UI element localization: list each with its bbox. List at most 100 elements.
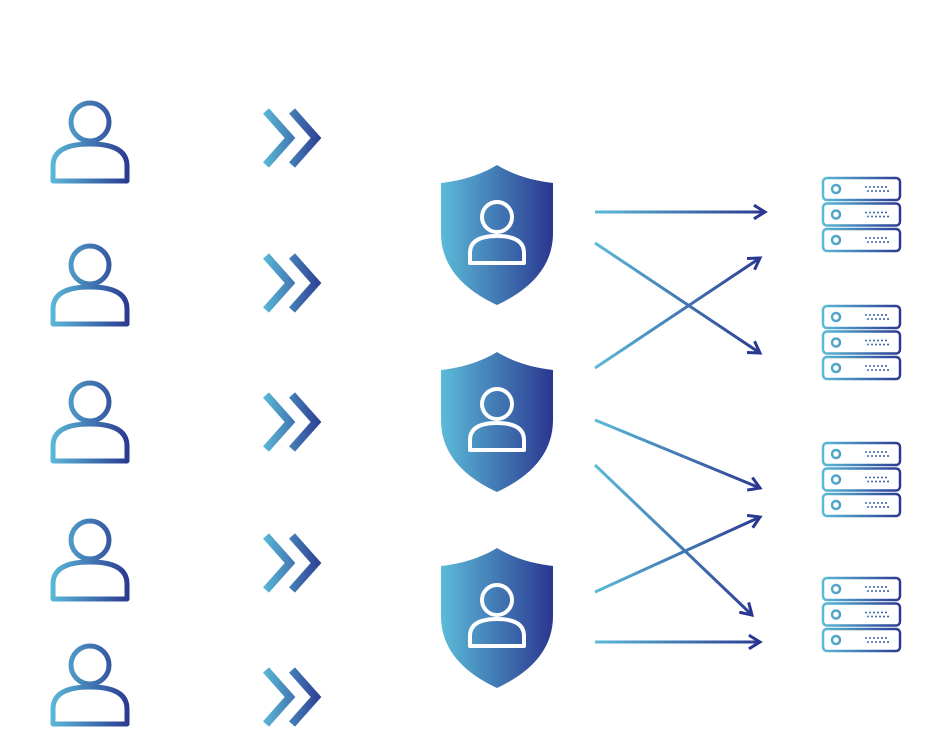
vent-dot: [877, 637, 879, 639]
server-led: [830, 209, 842, 220]
arrow-line: [594, 256, 761, 370]
chevrons-column: [263, 108, 322, 727]
server-unit: [821, 355, 902, 381]
vent-dot: [881, 451, 883, 453]
vent-dot: [877, 186, 879, 188]
vent-dot: [871, 190, 873, 192]
vent-dot: [867, 506, 869, 508]
arrow-line: [594, 418, 761, 490]
vent-dot: [873, 186, 875, 188]
vent-dot: [865, 611, 867, 614]
server-unit: [821, 441, 902, 467]
vent-dot: [877, 314, 879, 316]
vent-dot: [875, 343, 877, 346]
server-unit: [821, 467, 902, 492]
vent-dot: [865, 586, 867, 588]
chevron: [289, 253, 322, 313]
vent-dot: [885, 502, 887, 504]
shield-user-icon: [441, 548, 553, 688]
double-chevron-right-icon: [263, 667, 322, 727]
vent-dot: [875, 241, 877, 243]
vent-dot: [869, 611, 871, 614]
user-icon: [50, 100, 130, 184]
server-unit: [821, 330, 902, 355]
user-head: [480, 387, 514, 421]
vent-dot: [865, 502, 867, 504]
double-chevron-right-icon: [263, 108, 322, 168]
server-unit: [821, 202, 902, 227]
vent-dot: [871, 480, 873, 483]
vent-dot: [883, 215, 885, 218]
server-led: [830, 609, 842, 620]
vent-dot: [865, 451, 867, 453]
user-icon: [50, 243, 130, 327]
chevron: [263, 253, 296, 313]
user-body: [50, 684, 130, 727]
user-body: [468, 617, 526, 648]
user-head: [68, 100, 112, 144]
vent-dot: [871, 241, 873, 243]
vent-dot: [877, 237, 879, 239]
vent-dot: [885, 586, 887, 588]
vent-dot: [881, 237, 883, 239]
vent-dot: [875, 506, 877, 508]
vent-dot: [879, 506, 881, 508]
vent-dot: [885, 237, 887, 239]
vent-dot: [867, 318, 869, 320]
vent-dot: [887, 480, 889, 483]
vent-dot: [875, 455, 877, 457]
vent-dot: [881, 502, 883, 504]
user-body: [50, 284, 130, 327]
arrow-gateway-2-to-server-3: [594, 418, 763, 492]
vent-dot: [879, 241, 881, 243]
server-led: [830, 234, 842, 246]
vent-dot: [869, 211, 871, 214]
vent-dot: [885, 451, 887, 453]
server-unit: [821, 602, 902, 627]
vent-dot: [869, 314, 871, 316]
vent-dot: [879, 480, 881, 483]
user-head: [68, 243, 112, 287]
vent-dot: [877, 586, 879, 588]
server-unit: [821, 576, 902, 602]
arrow-head: [738, 602, 755, 617]
vent-dot: [869, 451, 871, 453]
server-unit: [821, 227, 902, 253]
vent-dot: [865, 637, 867, 639]
arrow-gateway-3-to-server-4: [595, 633, 763, 651]
vent-dot: [887, 590, 889, 592]
vent-dot: [883, 615, 885, 618]
server-stack-icon: [821, 576, 902, 653]
vent-dot: [887, 615, 889, 618]
arrow-gateway-1-to-server-1: [595, 203, 768, 221]
vent-dot: [867, 369, 869, 371]
arrow-gateway-1-to-server-2: [594, 241, 763, 355]
vent-dot: [887, 369, 889, 371]
vent-dot: [883, 480, 885, 483]
vent-dot: [873, 365, 875, 367]
arrow-gateway-2-to-server-1: [594, 256, 763, 370]
vent-dot: [869, 476, 871, 479]
vent-dot: [881, 339, 883, 342]
vent-dot: [869, 365, 871, 367]
vent-dot: [875, 590, 877, 592]
vent-dot: [873, 314, 875, 316]
vent-dot: [881, 637, 883, 639]
vent-dot: [885, 186, 887, 188]
vent-dot: [867, 455, 869, 457]
vent-dot: [865, 211, 867, 214]
server-stack-icon: [821, 176, 902, 253]
vent-dot: [873, 476, 875, 479]
arrow-head: [748, 633, 763, 651]
vent-dot: [867, 615, 869, 618]
arrow-head: [746, 476, 763, 492]
vent-dot: [887, 318, 889, 320]
user-icon: [50, 380, 130, 464]
user-body: [468, 234, 526, 265]
vent-dot: [887, 506, 889, 508]
vent-dot: [867, 343, 869, 346]
connections: [593, 203, 768, 651]
vent-dot: [873, 637, 875, 639]
server-led: [830, 499, 842, 511]
server-unit: [821, 304, 902, 330]
